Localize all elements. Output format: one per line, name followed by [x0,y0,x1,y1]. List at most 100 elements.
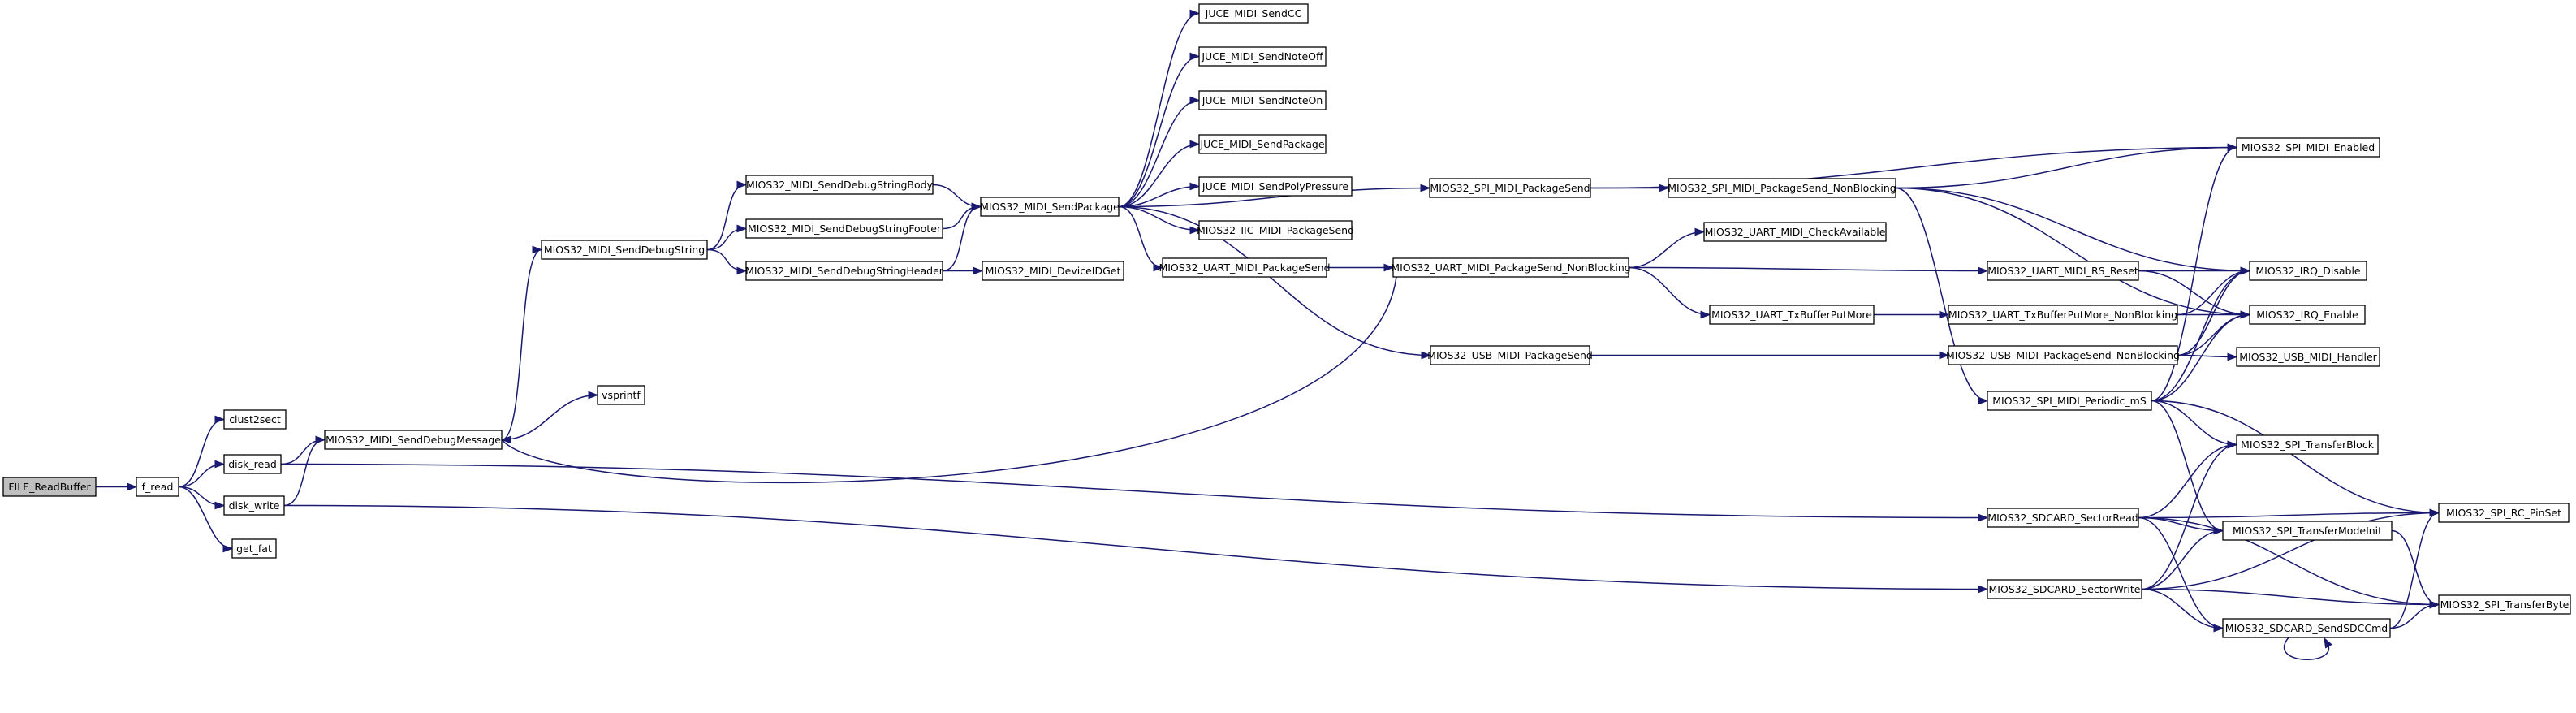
node-label: MIOS32_UART_MIDI_CheckAvailable [1705,226,1886,238]
node-juce-midi-sendnoteoff[interactable]: JUCE_MIDI_SendNoteOff [1198,46,1327,67]
node-box [1987,579,2142,599]
edge-mios32-sdcard-sectorwrite-to-mios32-sdcard-sendsdccmd [2141,588,2224,633]
edge-mios32-sdcard-sectorwrite-to-mios32-spi-transfermodeinit [2141,526,2224,590]
node-mios32-spi-midi-periodic-ms[interactable]: MIOS32_SPI_MIDI_Periodic_mS [1987,391,2152,411]
node-box [1198,176,1353,197]
node-mios32-usb-midi-handler[interactable]: MIOS32_USB_MIDI_Handler [2236,347,2380,367]
node-juce-midi-sendnoteon[interactable]: JUCE_MIDI_SendNoteOn [1198,90,1327,110]
node-disk-read[interactable]: disk_read [223,454,282,474]
node-disk-write[interactable]: disk_write [223,495,285,516]
node-mios32-midi-deviceidget[interactable]: MIOS32_MIDI_DeviceIDGet [982,261,1124,281]
node-box [1392,257,1629,278]
edge-f-read-to-disk-write [178,486,226,510]
node-box [1987,391,2152,411]
edge-mios32-midi-senddebugstringheader-to-mios32-midi-sendpackage [942,202,982,272]
node-box [541,240,708,260]
node-mios32-uart-midi-rs-reset[interactable]: MIOS32_UART_MIDI_RS_Reset [1987,261,2139,281]
node-box [1948,305,2178,325]
edge-mios32-midi-sendpackage-to-juce-midi-sendcc [1118,9,1201,208]
node-box [1987,508,2139,528]
node-label: MIOS32_IRQ_Disable [2255,265,2361,277]
node-mios32-midi-senddebugstringheader[interactable]: MIOS32_MIDI_SendDebugStringHeader [745,261,944,281]
node-mios32-midi-senddebugstringbody[interactable]: MIOS32_MIDI_SendDebugStringBody [745,175,934,195]
node-mios32-spi-transferbyte[interactable]: MIOS32_SPI_TransferByte [2438,594,2571,615]
node-label: MIOS32_UART_MIDI_RS_Reset [1987,265,2138,277]
node-label: MIOS32_SPI_TransferByte [2440,598,2570,611]
node-mios32-uart-midi-checkavailable[interactable]: MIOS32_UART_MIDI_CheckAvailable [1703,222,1887,242]
node-box [1668,178,1896,198]
edge-mios32-midi-sendpackage-to-mios32-uart-midi-packagesend [1118,205,1164,272]
node-mios32-spi-midi-enabled[interactable]: MIOS32_SPI_MIDI_Enabled [2236,137,2380,158]
node-juce-midi-sendpackage[interactable]: JUCE_MIDI_SendPackage [1198,134,1327,154]
edge-mios32-midi-sendpackage-to-mios32-usb-midi-packagesend [1118,205,1432,360]
node-mios32-sdcard-sendsdccmd[interactable]: MIOS32_SDCARD_SendSDCCmd [2222,618,2391,638]
node-mios32-sdcard-sectorwrite[interactable]: MIOS32_SDCARD_SectorWrite [1987,579,2142,599]
node-mios32-spi-transferblock[interactable]: MIOS32_SPI_TransferBlock [2236,434,2379,455]
edge-mios32-sdcard-sendsdccmd-to-mios32-spi-rc-pinset [2389,508,2440,629]
node-label: MIOS32_USB_MIDI_PackageSend [1427,349,1593,361]
edge-mios32-sdcard-sectorread-to-mios32-sdcard-sendsdccmd [2138,516,2224,633]
edge-f-read-to-get-fat [178,486,234,553]
node-mios32-usb-midi-packagesend-nonblocking[interactable]: MIOS32_USB_MIDI_PackageSend_NonBlocking [1946,345,2180,365]
node-mios32-spi-midi-packagesend-nonblocking[interactable]: MIOS32_SPI_MIDI_PackageSend_NonBlocking [1668,178,1896,198]
node-label: MIOS32_SPI_MIDI_Enabled [2242,141,2375,153]
node-label: MIOS32_SDCARD_SendSDCCmd [2225,622,2388,634]
node-box [1430,345,1590,365]
node-label: JUCE_MIDI_SendCC [1205,7,1302,19]
node-vsprintf[interactable]: vsprintf [597,385,645,405]
node-mios32-irq-disable[interactable]: MIOS32_IRQ_Disable [2249,261,2367,281]
node-get-fat[interactable]: get_fat [231,538,277,559]
node-label: MIOS32_SPI_MIDI_Periodic_mS [1992,395,2147,407]
node-label: FILE_ReadBuffer [8,481,91,493]
node-box [1198,3,1309,24]
node-label: JUCE_MIDI_SendPackage [1199,138,1324,150]
node-box [2,477,97,497]
node-mios32-irq-enable[interactable]: MIOS32_IRQ_Enable [2249,305,2366,325]
node-label: get_fat [236,542,272,555]
node-mios32-spi-midi-packagesend[interactable]: MIOS32_SPI_MIDI_PackageSend [1429,178,1591,198]
node-label: MIOS32_USB_MIDI_Handler [2239,351,2377,363]
node-mios32-uart-midi-packagesend[interactable]: MIOS32_UART_MIDI_PackageSend [1159,257,1331,278]
node-mios32-midi-senddebugmessage[interactable]: MIOS32_MIDI_SendDebugMessage [324,430,503,450]
node-mios32-midi-senddebugstring[interactable]: MIOS32_MIDI_SendDebugString [541,240,708,260]
node-box [2249,305,2366,325]
edge-mios32-spi-midi-periodic-ms-to-mios32-spi-transfermodeinit [2151,400,2224,535]
node-mios32-midi-sendpackage[interactable]: MIOS32_MIDI_SendPackage [980,197,1120,217]
node-mios32-sdcard-sectorread[interactable]: MIOS32_SDCARD_SectorRead [1987,508,2139,528]
edge-mios32-midi-sendpackage-to-mios32-spi-midi-packagesend [1118,184,1431,208]
node-box [1198,90,1327,110]
node-label: MIOS32_MIDI_SendDebugStringBody [746,179,933,191]
node-label: MIOS32_SDCARD_SectorRead [1987,512,2138,524]
node-mios32-spi-transfermodeinit[interactable]: MIOS32_SPI_TransferModeInit [2222,521,2393,541]
node-label: MIOS32_UART_MIDI_PackageSend [1159,261,1330,274]
node-f-read[interactable]: f_read [136,477,179,497]
node-juce-midi-sendcc[interactable]: JUCE_MIDI_SendCC [1198,3,1309,24]
node-label: vsprintf [602,389,641,401]
node-mios32-spi-rc-pinset[interactable]: MIOS32_SPI_RC_PinSet [2438,503,2570,523]
node-label: MIOS32_SDCARD_SectorWrite [1989,583,2141,595]
node-mios32-uart-txbufferputmore-nonblocking[interactable]: MIOS32_UART_TxBufferPutMore_NonBlocking [1948,305,2178,325]
node-mios32-uart-txbufferputmore[interactable]: MIOS32_UART_TxBufferPutMore [1709,305,1875,325]
node-mios32-uart-midi-packagesend-nonblocking[interactable]: MIOS32_UART_MIDI_PackageSend_NonBlocking [1391,257,1631,278]
node-clust2sect[interactable]: clust2sect [223,409,287,430]
node-box [1429,178,1591,198]
node-mios32-usb-midi-packagesend[interactable]: MIOS32_USB_MIDI_PackageSend [1427,345,1593,365]
node-box [2222,618,2391,638]
node-box [980,197,1120,217]
edge-mios32-spi-midi-periodic-ms-to-mios32-spi-midi-enabled [2151,143,2238,402]
edge-mios32-uart-midi-packagesend-nonblocking-to-mios32-uart-txbufferputmore [1628,266,1711,319]
node-file-readbuffer[interactable]: FILE_ReadBuffer [2,477,97,497]
edge-mios32-usb-midi-packagesend-nonblocking-to-mios32-irq-disable [2177,266,2251,356]
node-label: MIOS32_IRQ_Enable [2256,309,2358,321]
node-mios32-midi-senddebugstringfooter[interactable]: MIOS32_MIDI_SendDebugStringFooter [745,218,943,239]
node-label: MIOS32_UART_TxBufferPutMore_NonBlocking [1948,309,2177,321]
node-label: MIOS32_UART_TxBufferPutMore [1711,309,1872,321]
node-box [2438,503,2570,523]
edge-mios32-uart-midi-packagesend-nonblocking-to-mios32-uart-midi-rs-reset [1628,266,1989,275]
node-juce-midi-sendpolypressure[interactable]: JUCE_MIDI_SendPolyPressure [1198,176,1353,197]
edge-f-read-to-clust2sect [178,415,226,488]
node-mios32-iic-midi-packagesend[interactable]: MIOS32_IIC_MIDI_PackageSend [1197,220,1354,240]
node-label: JUCE_MIDI_SendPolyPressure [1202,180,1349,192]
edge-mios32-midi-senddebugstring-to-mios32-midi-senddebugstringheader [706,248,748,275]
edge-file-readbuffer-to-f-read [95,482,138,491]
